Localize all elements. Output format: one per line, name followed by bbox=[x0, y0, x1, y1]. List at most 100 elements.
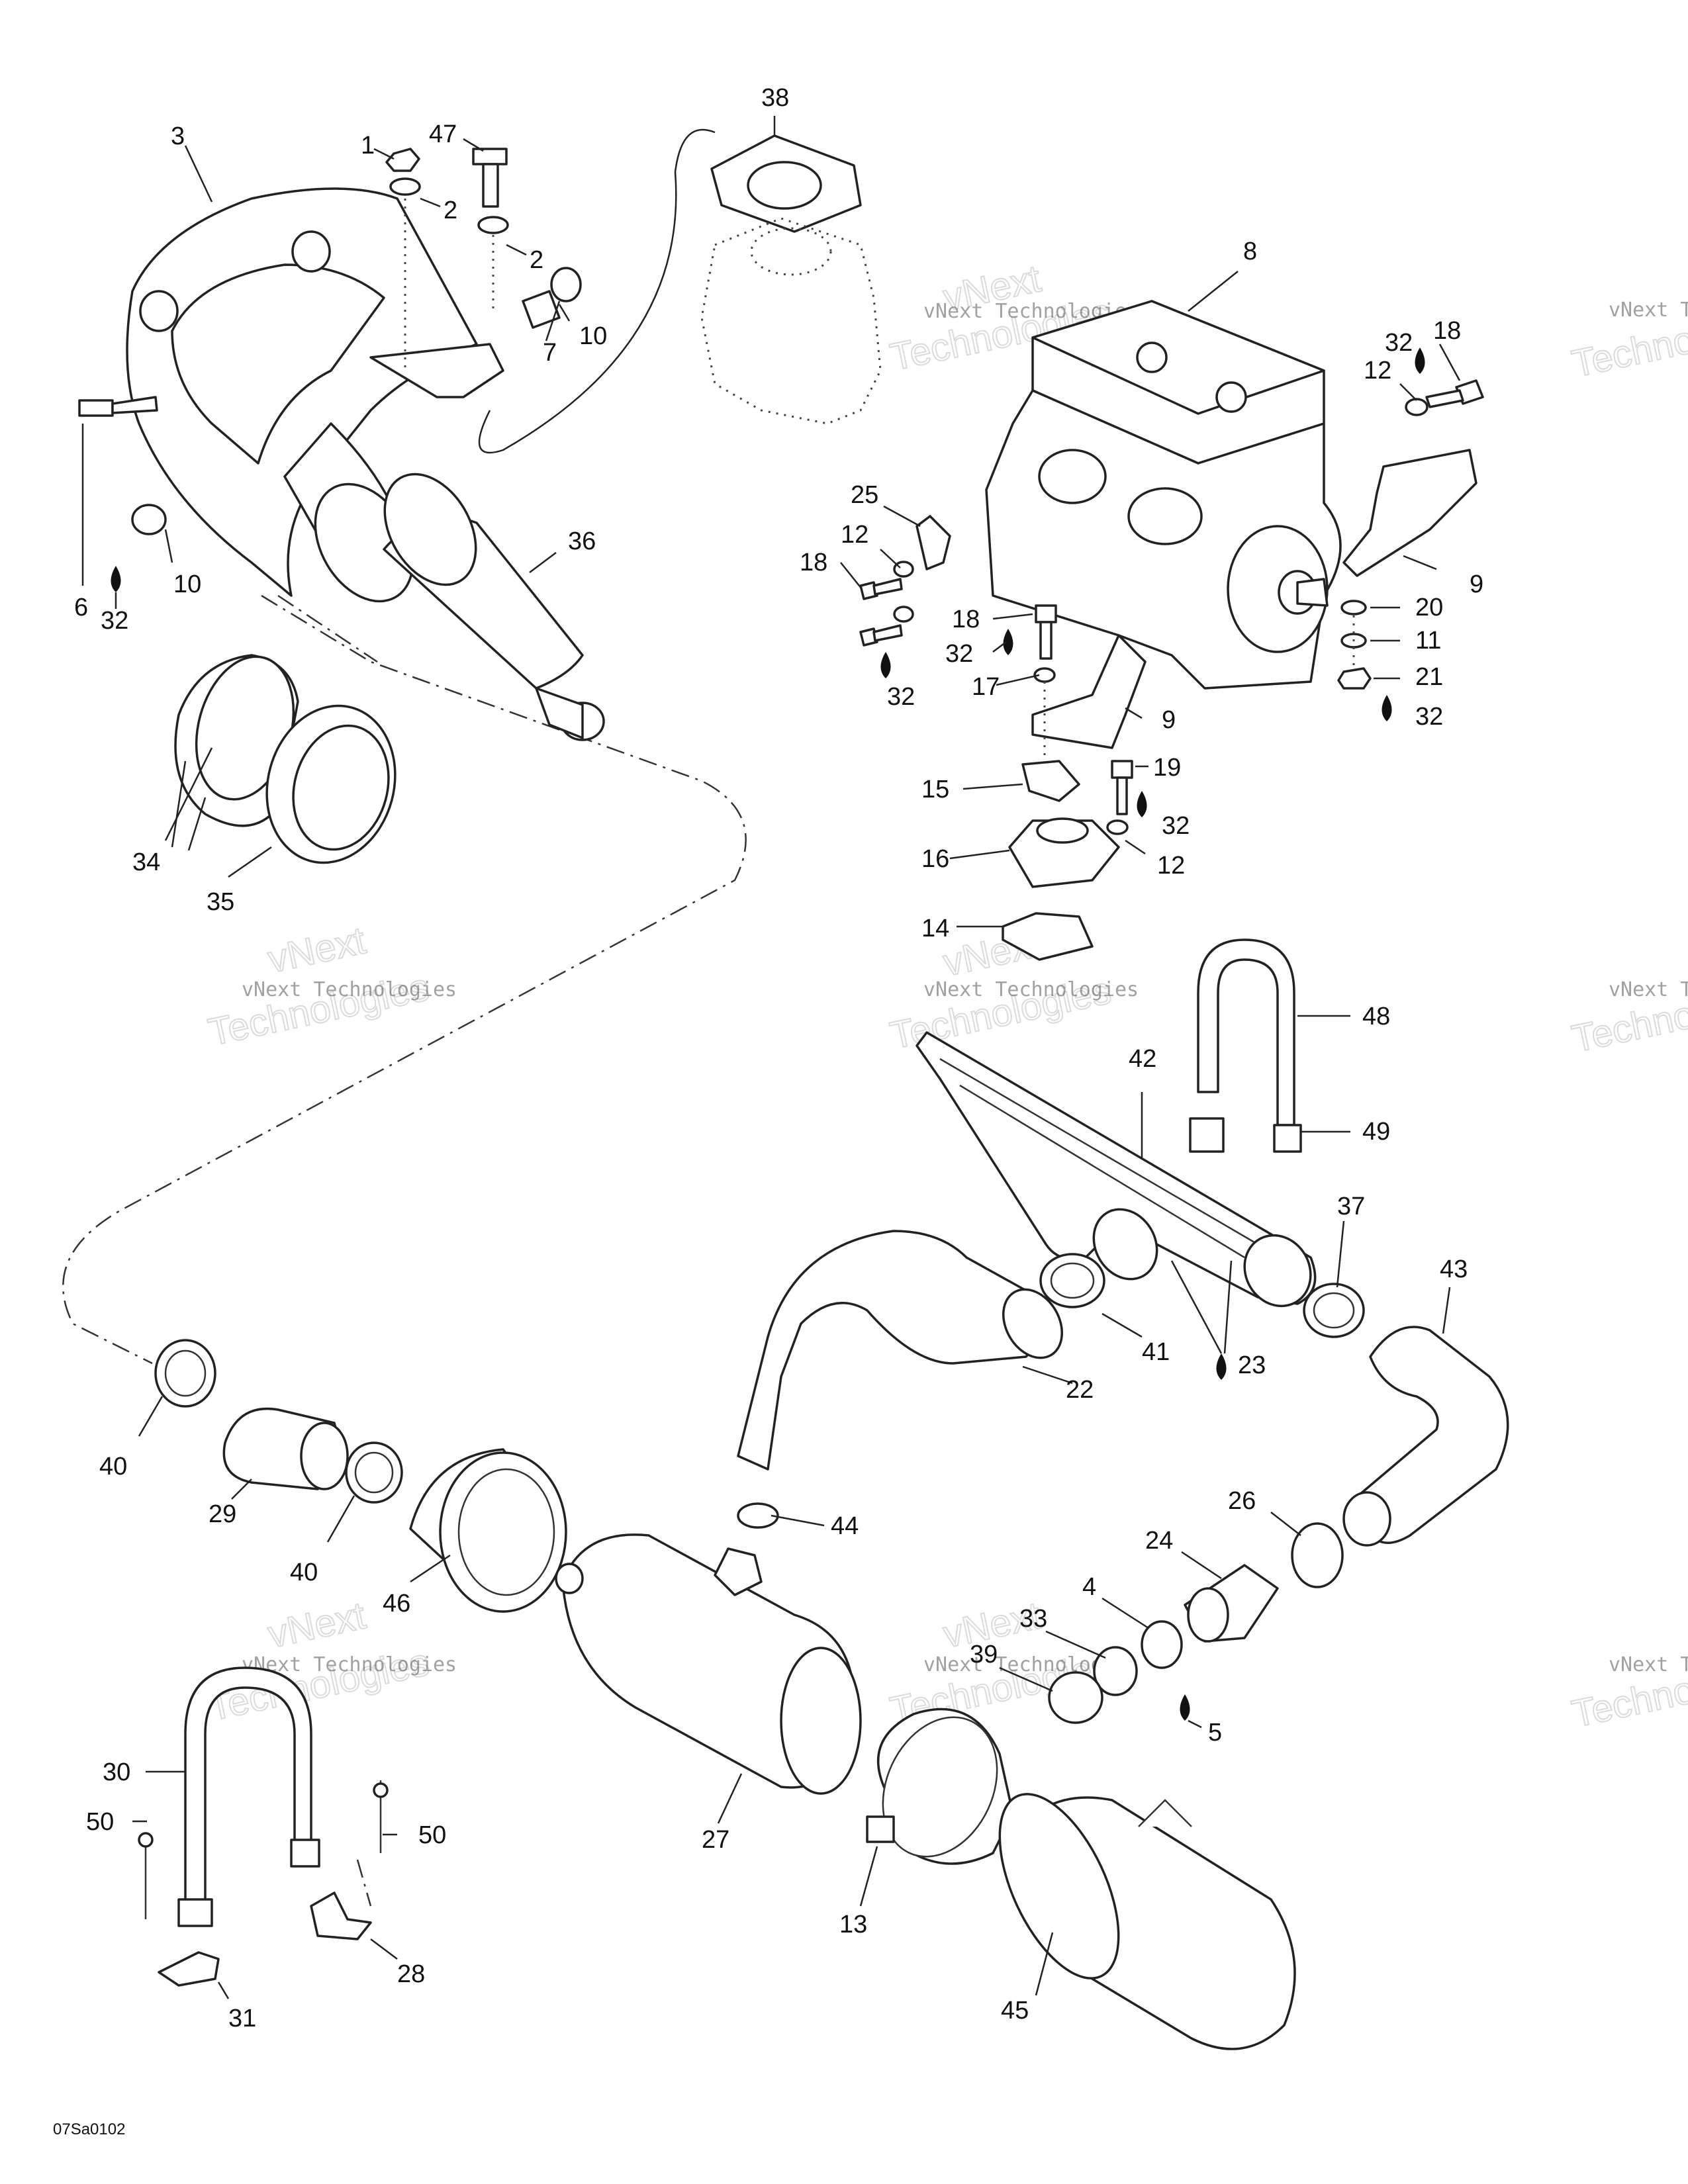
rivet-head-icon bbox=[138, 1832, 154, 1848]
callout-15: 15 bbox=[921, 776, 949, 803]
callout-12-engine: 12 bbox=[1364, 357, 1391, 385]
callout-21: 21 bbox=[1415, 663, 1443, 691]
callout-17: 17 bbox=[972, 673, 1000, 701]
pipe-port-boss bbox=[291, 230, 331, 273]
callout-29: 29 bbox=[209, 1500, 236, 1528]
hose-22 bbox=[737, 1230, 1041, 1471]
pipe-coupling-clamp bbox=[174, 654, 397, 864]
rivet-head-icon bbox=[373, 1782, 389, 1798]
hose-43 bbox=[1349, 1326, 1509, 1544]
callout-50-right: 50 bbox=[418, 1821, 446, 1849]
muffler-outlet-stub bbox=[714, 1547, 763, 1596]
hose-clamp-26 bbox=[1291, 1522, 1344, 1588]
callout-40-upper: 40 bbox=[99, 1453, 127, 1480]
nut-icon bbox=[1337, 667, 1372, 690]
callout-5: 5 bbox=[1208, 1719, 1222, 1747]
hose-clamp-40-upper-inner bbox=[164, 1349, 207, 1397]
washer-icon bbox=[893, 606, 914, 623]
callout-23: 23 bbox=[1238, 1351, 1266, 1379]
callout-33: 33 bbox=[1019, 1605, 1047, 1633]
callout-22: 22 bbox=[1066, 1376, 1094, 1404]
callout-6: 6 bbox=[74, 594, 88, 621]
callout-36: 36 bbox=[568, 527, 596, 555]
strap-30-clip bbox=[290, 1839, 320, 1868]
rubber-mount-top bbox=[1036, 817, 1089, 844]
muffler-27 bbox=[555, 1502, 862, 1795]
watermark-text: vNext Technologies bbox=[242, 978, 457, 1001]
mount-plate-25 bbox=[915, 515, 951, 570]
rubber-mount-16 bbox=[1008, 819, 1120, 888]
callout-48: 48 bbox=[1362, 1003, 1390, 1030]
callout-1: 1 bbox=[361, 132, 375, 159]
clamp-band-13-latch bbox=[866, 1815, 895, 1843]
hose-clamp-37-inner bbox=[1313, 1292, 1355, 1329]
bolt-shank-icon bbox=[1039, 621, 1053, 660]
callout-32-rear: 32 bbox=[1415, 703, 1443, 731]
callout-8: 8 bbox=[1243, 238, 1257, 265]
canister-45 bbox=[998, 1793, 1296, 2050]
resonator-42 bbox=[915, 1031, 1317, 1380]
callout-12-front: 12 bbox=[841, 521, 868, 549]
bolt-shank-icon bbox=[872, 624, 903, 642]
tuned-pipe-assembly bbox=[126, 187, 504, 603]
resonator-rib bbox=[939, 1058, 1258, 1246]
shim-plate-15 bbox=[1021, 760, 1080, 802]
spacer-icon bbox=[522, 290, 561, 329]
strap-clip bbox=[1273, 1124, 1302, 1153]
watermark-low-right: Technologies vNext Technologies bbox=[1568, 1647, 1688, 1737]
threadlocker-drop-icon bbox=[1382, 695, 1392, 721]
watermark-text: vNext Technologies bbox=[923, 978, 1139, 1001]
washer-icon bbox=[1340, 600, 1367, 615]
bolt-shank-icon bbox=[872, 578, 903, 596]
strap-30-buckle bbox=[177, 1898, 213, 1927]
callout-49: 49 bbox=[1362, 1118, 1390, 1146]
gasket-port bbox=[747, 161, 822, 210]
pipe-side-boss bbox=[139, 290, 179, 332]
resonator-rib bbox=[959, 1084, 1245, 1259]
washer-icon bbox=[1405, 398, 1429, 416]
fitting-24-threads bbox=[1187, 1587, 1229, 1643]
callout-3: 3 bbox=[171, 122, 185, 150]
strap-30-band bbox=[184, 1666, 312, 1907]
grommet-icon bbox=[131, 504, 167, 535]
cylinder-head-top bbox=[1031, 300, 1325, 415]
callout-20: 20 bbox=[1415, 594, 1443, 621]
watermark-big-word-1: vNext bbox=[264, 1594, 369, 1656]
grommet-icon bbox=[550, 267, 582, 302]
nut-icon bbox=[385, 148, 420, 172]
mount-shim-14 bbox=[1002, 912, 1094, 961]
hose-43-end bbox=[1342, 1491, 1391, 1547]
washer-icon bbox=[1106, 819, 1129, 835]
watermark-text: vNext Technologies bbox=[1609, 298, 1688, 322]
watermark-mid-left: vNext Technologies vNext Technologies bbox=[204, 918, 457, 1054]
callout-10-top: 10 bbox=[579, 322, 607, 350]
rubber-sleeve-inner bbox=[292, 724, 390, 851]
hose-clamp-40-lower-inner bbox=[354, 1451, 394, 1494]
spark-plug-port bbox=[1215, 381, 1247, 413]
watermark-top-right: Technologies vNext Technologies bbox=[1568, 296, 1688, 387]
resonator-inlet bbox=[1092, 1208, 1158, 1281]
threadlocker-drop-icon bbox=[1216, 1353, 1227, 1380]
top-left-hardware bbox=[78, 128, 716, 592]
bolt-head-icon bbox=[78, 399, 114, 417]
muffler-end-cap bbox=[780, 1647, 862, 1795]
expansion-cone bbox=[383, 473, 605, 741]
clamp-band-13-inner bbox=[882, 1716, 998, 1858]
manifold-ghost-port bbox=[750, 227, 832, 276]
tuned-pipe-inner-curve bbox=[171, 263, 385, 465]
figure-code-label: 07Sa0102 bbox=[53, 2120, 125, 2138]
callout-43: 43 bbox=[1440, 1255, 1468, 1283]
callout-28: 28 bbox=[397, 1960, 425, 1988]
exhaust-manifold-group bbox=[700, 134, 882, 425]
callout-26: 26 bbox=[1228, 1487, 1256, 1515]
callout-27: 27 bbox=[702, 1826, 729, 1854]
ring-33 bbox=[1093, 1646, 1138, 1696]
callout-16: 16 bbox=[921, 845, 949, 873]
front-engine-bracket bbox=[1031, 634, 1147, 749]
threadlocker-drop-icon bbox=[1180, 1694, 1190, 1721]
right-engine-hardware bbox=[1337, 347, 1484, 721]
exhaust-port-right bbox=[1127, 487, 1203, 545]
callout-19: 19 bbox=[1153, 754, 1181, 782]
callout-13: 13 bbox=[839, 1911, 867, 1938]
